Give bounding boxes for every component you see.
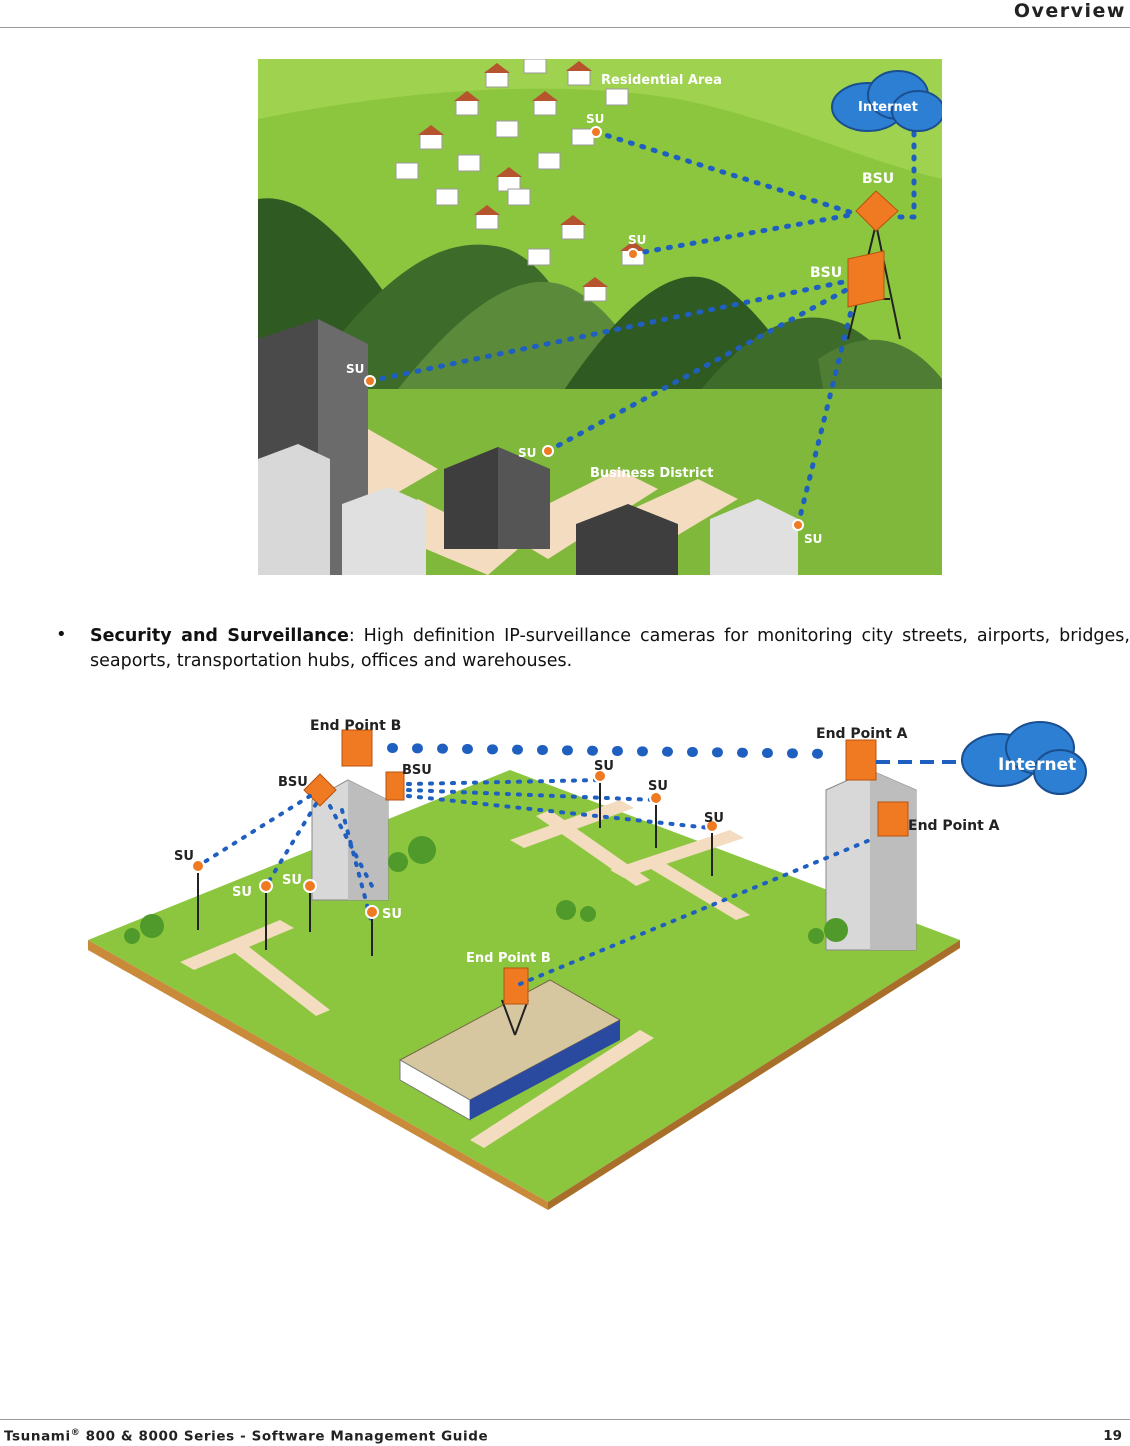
label-end-point-a-top: End Point A — [816, 726, 908, 742]
label-bsu-left: BSU — [278, 775, 308, 790]
label-su-2: SU — [232, 885, 252, 900]
label-su-1: SU — [174, 849, 194, 864]
network-illustration-surveillance: End Point B End Point A Internet BSU BSU… — [88, 718, 1087, 1210]
label-su-4: SU — [382, 907, 402, 922]
label-end-point-a-mid: End Point A — [908, 818, 1000, 834]
label-su-3: SU — [282, 873, 302, 888]
page-number: 19 — [1103, 1428, 1122, 1444]
label-su-6: SU — [648, 779, 668, 794]
bullet-marker: • — [56, 624, 67, 645]
label-business-district: Business District — [590, 466, 713, 481]
label-su-residential: SU — [586, 112, 604, 126]
footer-product: Tsunami — [4, 1428, 71, 1445]
footer-rule — [0, 1419, 1130, 1420]
label-bsu-lower: BSU — [810, 265, 842, 281]
label-bsu-right: BSU — [402, 763, 432, 778]
label-su-houses: SU — [628, 233, 646, 247]
label-su-5: SU — [594, 759, 614, 774]
label-internet-cloud: Internet — [998, 755, 1076, 775]
bullet-paragraph: Security and Surveillance: High definiti… — [90, 624, 1130, 674]
bullet-text: : High definition IP-surveillance camera… — [90, 626, 1130, 671]
label-end-point-b-top: End Point B — [310, 718, 401, 734]
label-residential-area: Residential Area — [601, 73, 722, 88]
label-su-7: SU — [704, 811, 724, 826]
label-su-tower-left: SU — [346, 362, 364, 376]
label-internet: Internet — [858, 100, 918, 115]
label-su-business: SU — [518, 446, 536, 460]
page-header-title: Overview — [1013, 0, 1126, 22]
footer-title-rest: 800 & 8000 Series - Software Management … — [80, 1428, 489, 1445]
label-bsu-top: BSU — [862, 171, 894, 187]
label-end-point-b-bottom: End Point B — [466, 951, 551, 966]
footer-registered-mark: ® — [70, 1428, 81, 1438]
bullet-heading: Security and Surveillance — [90, 626, 349, 646]
label-su-bottom-right: SU — [804, 532, 822, 546]
footer-document-title: Tsunami® 800 & 8000 Series - Software Ma… — [4, 1428, 488, 1445]
header-rule — [0, 27, 1130, 28]
network-illustration-residential-business: Residential Area Internet BSU BSU SU SU … — [258, 59, 942, 575]
